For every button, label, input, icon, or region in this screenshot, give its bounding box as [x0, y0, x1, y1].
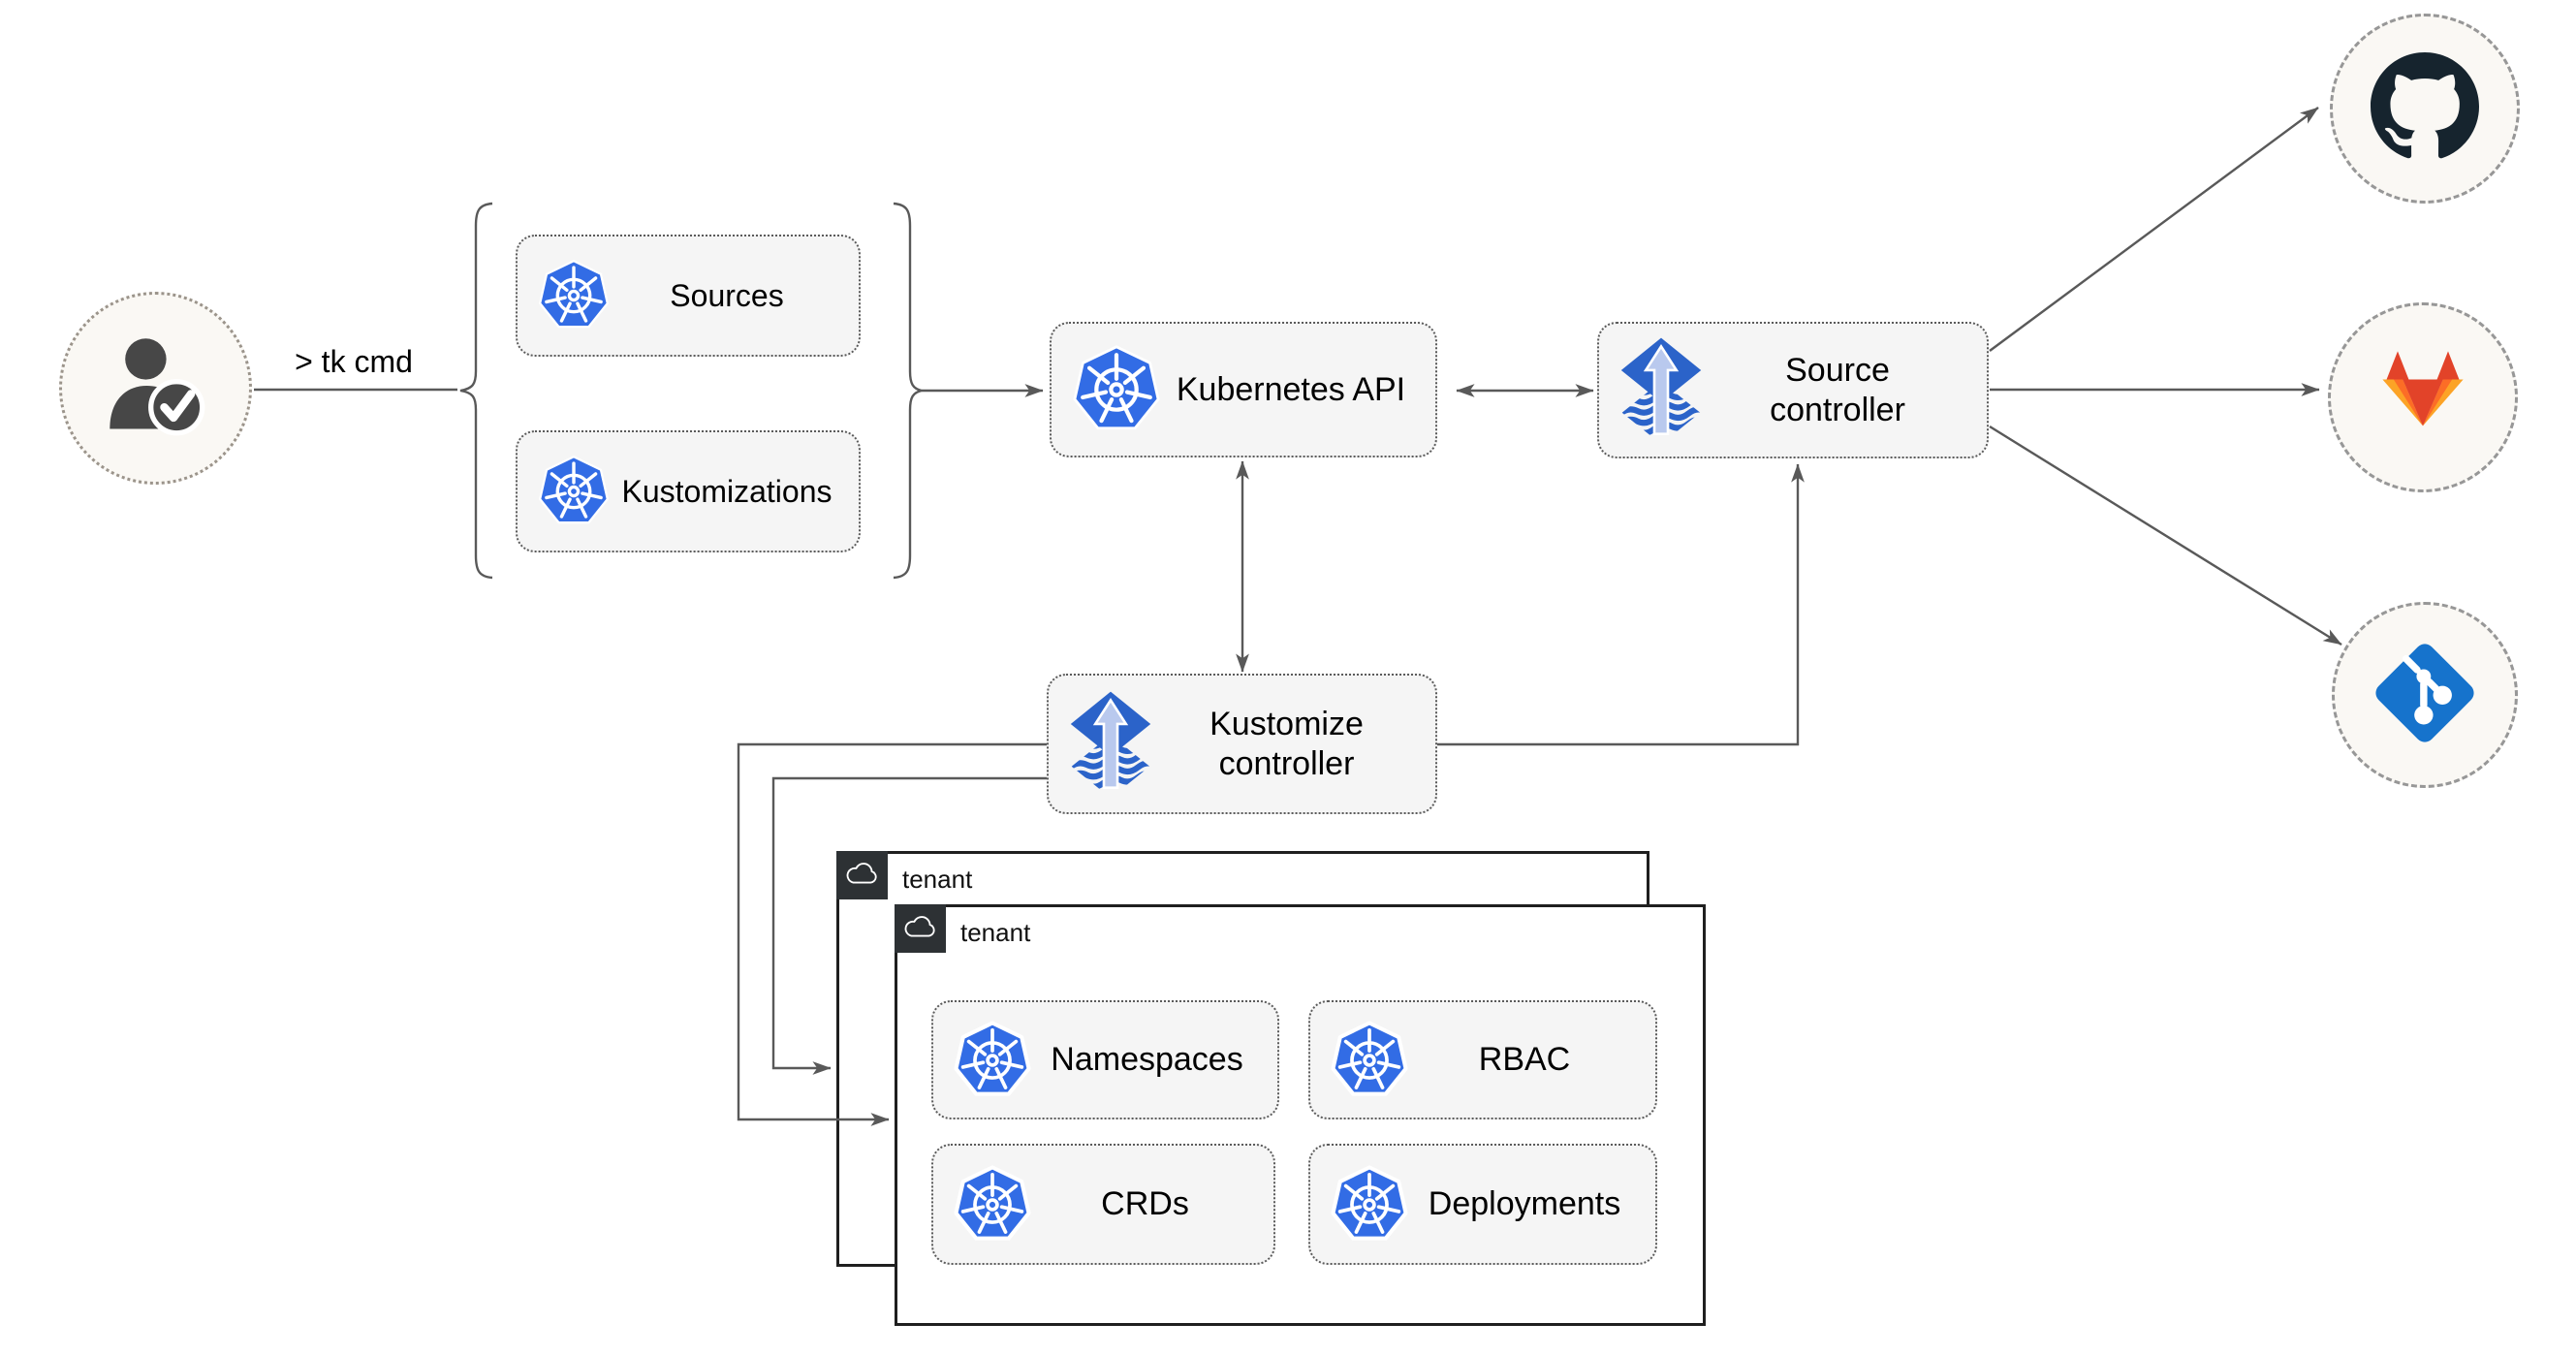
- left-curly-bracket-icon: [459, 202, 493, 580]
- kustomizations-label: Kustomizations: [621, 473, 832, 509]
- github-circle: [2330, 14, 2520, 204]
- git-icon: [2370, 638, 2480, 753]
- gitlab-icon: [2372, 349, 2473, 439]
- kubernetes-api-box: Kubernetes API: [1050, 322, 1437, 457]
- cloud-icon: [845, 861, 880, 891]
- kustomize-controller-box: Kustomize controller: [1047, 674, 1437, 814]
- namespaces-box: Namespaces: [931, 1000, 1279, 1119]
- deployments-label: Deployments: [1428, 1185, 1621, 1222]
- edge-source-to-git: [1989, 425, 2342, 646]
- github-icon: [2371, 51, 2479, 166]
- tk-cmd-label: > tk cmd: [295, 344, 413, 379]
- right-curly-bracket-icon: [893, 202, 923, 580]
- source-controller-box: Source controller: [1597, 322, 1989, 458]
- namespaces-label: Namespaces: [1051, 1041, 1243, 1078]
- sources-box: Sources: [516, 235, 861, 357]
- flux-icon: [1068, 689, 1153, 800]
- kubernetes-icon: [1071, 344, 1162, 435]
- sources-label: Sources: [670, 277, 784, 313]
- kubernetes-icon: [1330, 1020, 1409, 1100]
- user-circle: [59, 292, 252, 485]
- cloud-tab: [895, 904, 946, 953]
- kubernetes-icon: [953, 1020, 1032, 1100]
- kubernetes-icon: [953, 1164, 1032, 1245]
- crds-label: CRDs: [1101, 1185, 1189, 1222]
- gitlab-circle: [2328, 302, 2518, 492]
- git-circle: [2332, 602, 2518, 788]
- cloud-icon: [903, 914, 938, 944]
- kustomize-controller-label: Kustomize controller: [1209, 705, 1364, 782]
- deployments-box: Deployments: [1308, 1144, 1657, 1265]
- kubernetes-api-label: Kubernetes API: [1176, 370, 1406, 408]
- edge-kustomize-to-source-controller: [1437, 463, 1805, 746]
- tenant-back-label: tenant: [902, 865, 973, 894]
- kustomizations-box: Kustomizations: [516, 430, 861, 552]
- source-controller-label: Source controller: [1770, 351, 1905, 428]
- kubernetes-icon: [537, 259, 611, 332]
- kubernetes-icon: [1330, 1164, 1409, 1245]
- tenant-front-label: tenant: [960, 918, 1031, 947]
- kubernetes-icon: [537, 455, 611, 528]
- user-check-icon: [105, 334, 207, 442]
- flux-icon: [1618, 335, 1704, 446]
- rbac-label: RBAC: [1478, 1041, 1571, 1078]
- cloud-tab: [836, 851, 888, 899]
- edge-source-to-github: [1989, 107, 2319, 352]
- crds-box: CRDs: [931, 1144, 1275, 1265]
- rbac-box: RBAC: [1308, 1000, 1657, 1119]
